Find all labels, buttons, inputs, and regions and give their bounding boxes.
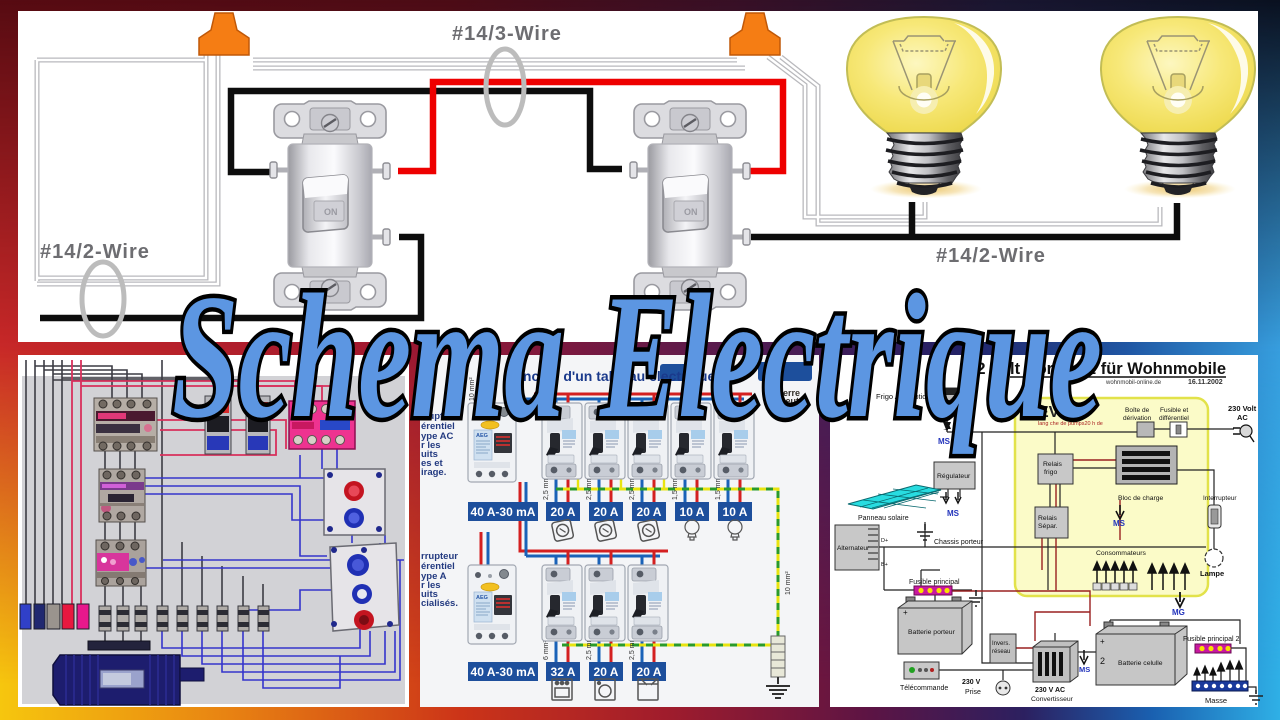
svg-text:uits: uits — [421, 449, 438, 460]
svg-text:Fusible et: Fusible et — [1160, 407, 1188, 414]
svg-text:20 A: 20 A — [637, 665, 662, 679]
svg-text:Fusible principal 2: Fusible principal 2 — [1183, 636, 1240, 643]
svg-text:6 mm²: 6 mm² — [543, 640, 550, 661]
svg-text:réseau: réseau — [992, 649, 1010, 655]
svg-text:Sépar.: Sépar. — [1038, 523, 1058, 530]
svg-text:Batterie porteur: Batterie porteur — [908, 629, 956, 636]
svg-text:2,5 mm²: 2,5 mm² — [629, 474, 636, 500]
svg-text:D+: D+ — [881, 538, 888, 544]
svg-text:Invers.: Invers. — [992, 641, 1010, 647]
svg-text:Consommateurs: Consommateurs — [1096, 550, 1146, 557]
svg-text:2,5 mm²: 2,5 mm² — [586, 474, 593, 500]
svg-text:principe d'un tableau électriq: principe d'un tableau électrique — [505, 368, 715, 384]
svg-text:MS: MS — [947, 509, 960, 518]
svg-text:Régulateur: Régulateur — [937, 473, 971, 480]
svg-text:phase: phase — [780, 404, 806, 414]
svg-text:Lampe: Lampe — [1200, 569, 1224, 578]
svg-text:dérivation: dérivation — [1123, 415, 1152, 422]
svg-text:1,5 mm²: 1,5 mm² — [672, 474, 679, 500]
svg-text:B+: B+ — [881, 562, 888, 568]
svg-text:MS: MS — [1079, 665, 1090, 674]
svg-text:uits: uits — [421, 589, 438, 600]
svg-text:rrupteur: rrupteur — [421, 411, 458, 422]
svg-text:20 A: 20 A — [594, 665, 619, 679]
svg-text:ype A: ype A — [421, 571, 447, 582]
svg-text:érentiel: érentiel — [421, 561, 455, 572]
svg-text:es et: es et — [421, 458, 443, 469]
svg-text:40 A-30 mA: 40 A-30 mA — [471, 665, 536, 679]
svg-text:Schema: Schema — [172, 257, 564, 455]
svg-text:lang che de pumps20 h de: lang che de pumps20 h de — [1038, 421, 1103, 427]
svg-text:230 V AC: 230 V AC — [1035, 687, 1065, 694]
svg-text:r les: r les — [421, 580, 441, 591]
svg-text:10 mm²: 10 mm² — [469, 377, 476, 401]
svg-text:érentiel: érentiel — [421, 421, 455, 432]
svg-text:Bloc de charge: Bloc de charge — [1118, 495, 1164, 502]
svg-text:#14/2-Wire: #14/2-Wire — [936, 245, 1046, 267]
svg-text:Frigo Absorption: Frigo Absorption — [876, 392, 931, 401]
svg-text:16.11.2002: 16.11.2002 — [1188, 379, 1223, 386]
svg-text:32 A: 32 A — [551, 665, 576, 679]
svg-text:Relais: Relais — [1043, 461, 1062, 468]
svg-text:neutre: neutre — [780, 396, 808, 406]
svg-text:rrupteur: rrupteur — [421, 551, 458, 562]
svg-text:Relais: Relais — [1038, 515, 1057, 522]
svg-text:12 Volt Bordnetz für Wohnmobil: 12 Volt Bordnetz für Wohnmobile — [967, 360, 1226, 378]
svg-text:+: + — [903, 608, 908, 617]
svg-text:terre: terre — [780, 388, 800, 398]
svg-text:r les: r les — [421, 440, 441, 451]
svg-text:Prise: Prise — [965, 689, 981, 696]
svg-text:cialisés.: cialisés. — [421, 598, 458, 609]
svg-text:2: 2 — [1100, 656, 1105, 666]
svg-text:20 A: 20 A — [637, 505, 662, 519]
svg-text:MG: MG — [1172, 608, 1185, 617]
svg-text:Panneau solaire: Panneau solaire — [858, 515, 909, 522]
svg-text:irage.: irage. — [421, 467, 446, 478]
svg-text:Fusible principal: Fusible principal — [909, 579, 960, 586]
svg-text:différentiel: différentiel — [1159, 415, 1189, 422]
svg-text:wohnmobil-online.de: wohnmobil-online.de — [1105, 380, 1162, 386]
svg-text:AC: AC — [1237, 413, 1248, 422]
svg-text:Boîte de: Boîte de — [1125, 407, 1150, 414]
svg-text:20 A: 20 A — [551, 505, 576, 519]
svg-text:ype AC: ype AC — [421, 431, 454, 442]
svg-text:10 A: 10 A — [680, 505, 705, 519]
svg-text:Interrupteur: Interrupteur — [1203, 495, 1237, 502]
svg-text:Télécommande: Télécommande — [900, 685, 948, 692]
svg-text:Masse: Masse — [1205, 696, 1227, 705]
svg-text:Batterie celulle: Batterie celulle — [1118, 660, 1163, 667]
svg-text:frigo: frigo — [1044, 469, 1057, 476]
svg-text:20 A: 20 A — [594, 505, 619, 519]
svg-text:MS: MS — [1113, 519, 1126, 528]
svg-text:MS: MS — [938, 437, 951, 446]
svg-text:EVZ: EVZ — [1038, 404, 1069, 421]
svg-text:230 V: 230 V — [962, 679, 981, 686]
svg-text:Electrique: Electrique — [599, 257, 1102, 455]
svg-text:2,5 mm²: 2,5 mm² — [629, 634, 636, 660]
svg-text:Chassis porteur: Chassis porteur — [934, 539, 984, 546]
svg-text:2,5 mm²: 2,5 mm² — [543, 474, 550, 500]
svg-text:10 A: 10 A — [723, 505, 748, 519]
svg-text:Convertisseur: Convertisseur — [1031, 696, 1074, 703]
svg-text:Alternateur: Alternateur — [837, 545, 870, 552]
svg-text:+: + — [1100, 637, 1105, 646]
svg-text:#14/3-Wire: #14/3-Wire — [452, 23, 562, 45]
svg-text:10 mm²: 10 mm² — [785, 571, 792, 595]
svg-text:#14/2-Wire: #14/2-Wire — [40, 241, 150, 263]
svg-text:1,5 mm²: 1,5 mm² — [715, 474, 722, 500]
svg-text:230 Volt: 230 Volt — [1228, 404, 1257, 413]
svg-text:2,5 mm²: 2,5 mm² — [586, 634, 593, 660]
svg-text:40 A-30 mA: 40 A-30 mA — [471, 505, 536, 519]
